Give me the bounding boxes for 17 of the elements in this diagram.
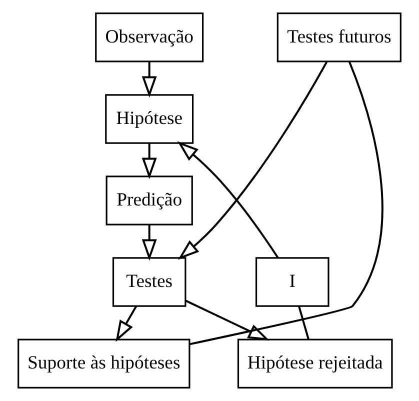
arrow (142, 143, 157, 180)
node-box: Testes futuros (276, 12, 402, 62)
node-box: Observação (95, 12, 204, 62)
arrow (178, 61, 328, 260)
arrow (185, 300, 270, 341)
node-box: Hipótese rejeitada (237, 338, 393, 388)
connector (189, 61, 384, 346)
arrow (142, 224, 157, 261)
node-box: Predição (106, 176, 193, 226)
arrow (177, 141, 279, 258)
arrow (116, 306, 138, 342)
connector (298, 306, 310, 340)
node-box: I (255, 257, 330, 307)
node-box: Hipótese (105, 94, 194, 144)
node-box: Testes (112, 257, 186, 307)
arrow (142, 62, 157, 98)
node-box: Suporte às hipóteses (18, 338, 190, 388)
